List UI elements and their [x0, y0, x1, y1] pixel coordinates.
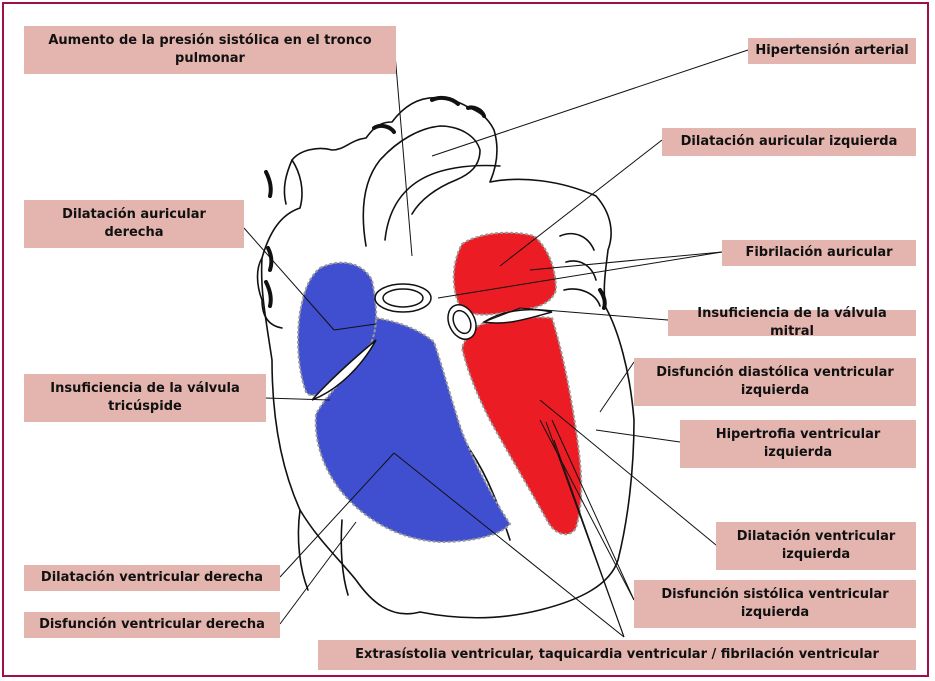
label-dilatacion-auricular-izquierda: Dilatación auricular izquierda	[662, 128, 916, 156]
leader-tricuspide	[265, 398, 330, 400]
leader-tronco-pulmonar	[395, 54, 412, 256]
aorta-arch	[363, 126, 480, 246]
label-dilatacion-vi: Dilatación ventricular izquierda	[716, 522, 916, 570]
label-disfuncion-diastolica-vi: Disfunción diastólica ventricular izquie…	[634, 358, 916, 406]
vessel-cap-1	[432, 98, 458, 104]
vessel-cap-3	[374, 126, 394, 132]
label-insuficiencia-valvula-mitral: Insuficiencia de la válvula mitral	[668, 310, 916, 336]
leader-hipertrofia	[596, 430, 680, 442]
label-disfuncion-sistolica-vi: Disfunción sistólica ventricular izquier…	[634, 580, 916, 628]
pulmonary-valve-inner	[383, 289, 423, 307]
pulmonary-veins-right	[560, 234, 600, 306]
label-hipertension-arterial: Hipertensión arterial	[748, 38, 916, 64]
leader-disf-diastolica	[600, 362, 634, 412]
vessel-top-left	[284, 160, 292, 204]
label-dilatacion-auricular-derecha: Dilatación auricular derecha	[24, 200, 244, 248]
aorta-inner	[385, 166, 500, 240]
leader-arritmias-1	[394, 453, 624, 637]
label-insuficiencia-valvula-tricuspide: Insuficiencia de la válvula tricúspide	[24, 374, 266, 422]
vessel-cap-6	[266, 282, 271, 306]
label-arritmias-ventriculares: Extrasístolia ventricular, taquicardia v…	[318, 640, 916, 670]
leader-disf-vd	[280, 522, 356, 624]
label-hipertrofia-vi: Hipertrofia ventricular izquierda	[680, 420, 916, 468]
left-atrium	[454, 233, 556, 315]
ivc	[298, 510, 348, 595]
label-aumento-presion-tronco-pulmonar: Aumento de la presión sistólica en el tr…	[24, 26, 396, 74]
vessel-cap-4	[266, 172, 271, 196]
label-dilatacion-vd: Dilatación ventricular derecha	[24, 565, 280, 591]
label-disfuncion-vd: Disfunción ventricular derecha	[24, 612, 280, 638]
label-fibrilacion-auricular: Fibrilación auricular	[722, 240, 916, 266]
leader-arritmias-3	[554, 440, 624, 637]
leader-dilatacion-aur-izq	[500, 140, 662, 266]
